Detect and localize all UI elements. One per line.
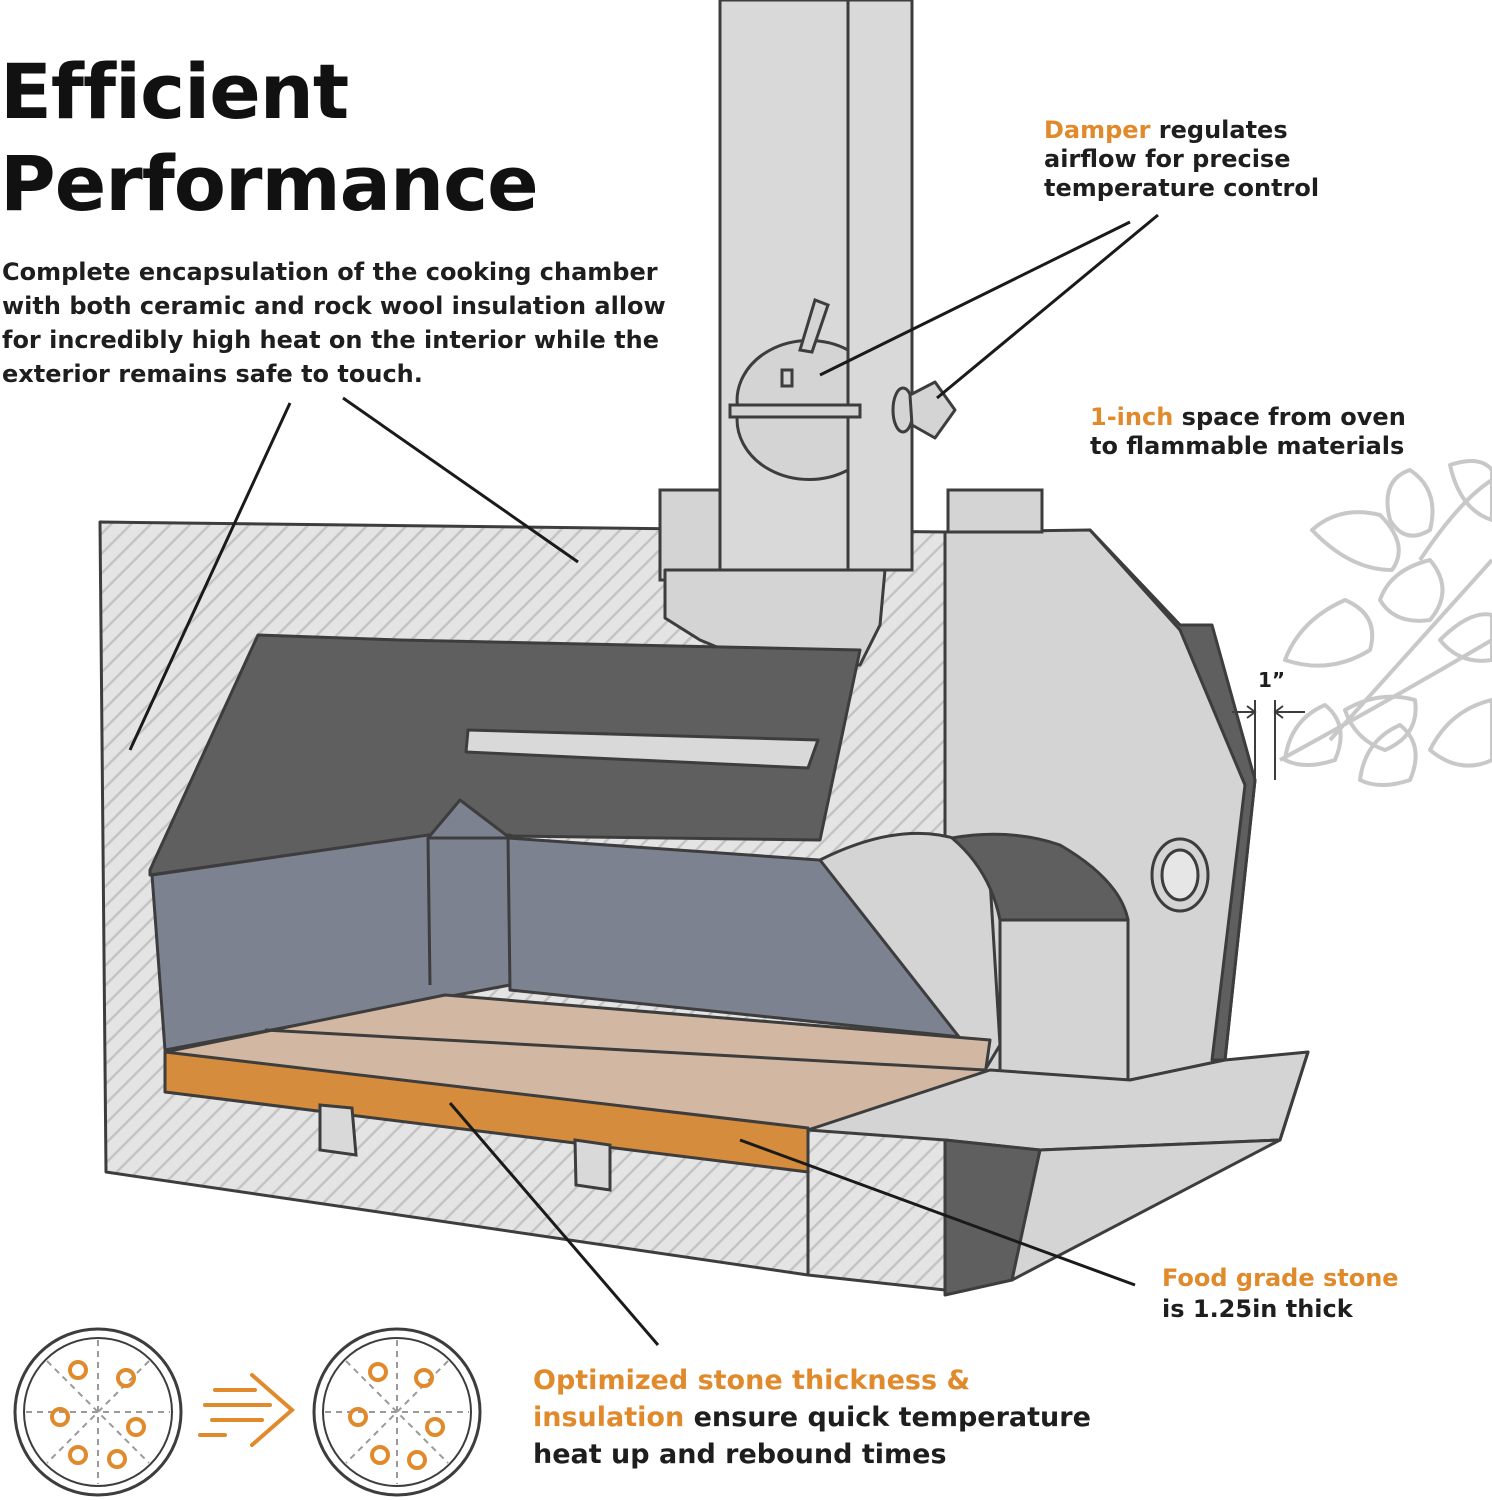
stone-callout: Food grade stone is 1.25in thick [1162,1263,1482,1325]
chimney-collar-right [946,488,1044,534]
clearance-highlight: 1-inch [1090,403,1174,431]
clearance-dimension-label: 1” [1258,668,1286,692]
insulation-text-1: ensure quick temperature [684,1402,1091,1433]
page-title: Efficient Performance [0,46,539,230]
insulation-highlight-2: insulation [533,1402,685,1433]
damper-text: regulates airflow for precise temperatur… [1044,116,1320,202]
clearance-callout: 1-inch space from oven to flammable mate… [1090,403,1430,461]
stone-highlight: Food grade stone [1162,1264,1399,1292]
insulation-highlight-1: Optimized stone thickness & [533,1365,971,1396]
flue-opening [464,728,820,770]
intro-paragraph: Complete encapsulation of the cooking ch… [2,258,666,388]
chimney-collar-left [658,488,722,582]
damper-callout: Damper regulates airflow for precise tem… [1044,116,1374,203]
insulation-text-2: heat up and rebound times [533,1439,947,1470]
leaf-branch-icon [1279,459,1492,787]
stone-text: is 1.25in thick [1162,1295,1353,1323]
clearance-dimension [1232,700,1305,780]
chimney-pipe [718,0,914,572]
speed-arrow-icon [198,1373,296,1447]
pizza-before-icon [13,1327,183,1497]
pizza-after-icon [312,1327,482,1497]
thermometer-port-icon [1150,837,1210,913]
clearance-text: space from oven to flammable materials [1090,403,1406,460]
title-line-1: Efficient [0,47,349,136]
title-line-2: Performance [0,139,539,228]
damper-highlight: Damper [1044,116,1151,144]
vent-knob-icon [891,380,957,440]
leader-lines [128,213,1159,1346]
oven-door-arch [950,832,1130,922]
insulation-callout: Optimized stone thickness & insulation en… [533,1362,1093,1473]
